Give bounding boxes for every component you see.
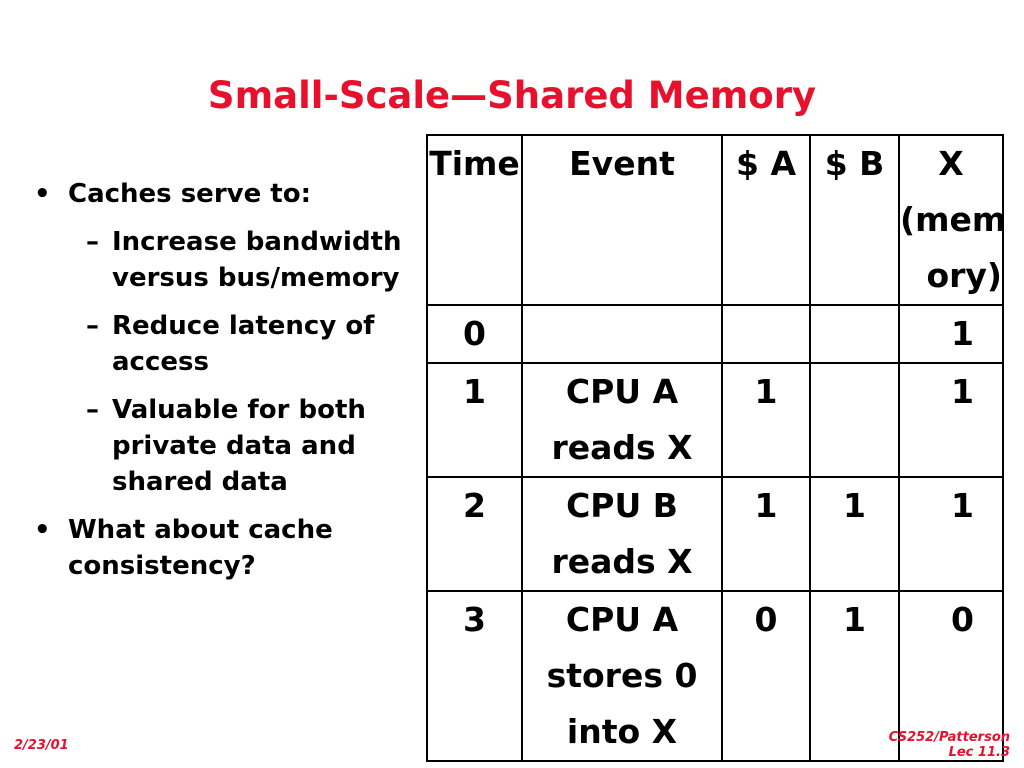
bullet-text: What about cache consistency? [68, 515, 333, 581]
cell-x: 0 [898, 590, 1004, 762]
sub-bullet-item: – Increase bandwidth versus bus/memory [34, 224, 419, 296]
bullet-dot: • [34, 179, 51, 209]
cell-event: CPU A stores 0 into X [521, 590, 723, 762]
cell-cache-b [809, 362, 900, 478]
cell-cache-b [809, 304, 900, 364]
sub-bullet-text: Reduce latency of access [112, 311, 375, 377]
cell-time: 0 [426, 304, 523, 364]
cell-event-line2: reads X [551, 542, 693, 581]
cell-cache-b: 1 [809, 476, 900, 592]
table-row: 1 CPU A reads X 1 1 [426, 362, 1004, 478]
bullet-list: • Caches serve to: – Increase bandwidth … [34, 176, 419, 596]
cell-event: CPU A reads X [521, 362, 723, 478]
cell-x: 1 [898, 362, 1004, 478]
footer-course-info: CS252/Patterson Lec 11.3 [889, 730, 1010, 760]
cache-event-table: Time Event $ A $ B X (mem ory) 0 1 1 CPU… [426, 134, 1004, 762]
header-cache-a: $ A [721, 134, 811, 306]
bullet-dot: • [34, 515, 51, 545]
sub-bullet-item: – Valuable for both private data and sha… [34, 392, 419, 500]
cell-x-value: 1 [951, 486, 974, 525]
cell-time: 2 [426, 476, 523, 592]
header-x-line1: X [938, 144, 964, 183]
cell-event-line1: CPU B [566, 486, 678, 525]
table-header-row: Time Event $ A $ B X (mem ory) [426, 134, 1004, 306]
footer-lecture: Lec 11.3 [948, 745, 1010, 760]
slide-title: Small-Scale—Shared Memory [207, 74, 817, 117]
cell-x-value: 0 [951, 600, 974, 639]
bullet-text: Caches serve to: [68, 179, 311, 209]
cell-cache-a [721, 304, 811, 364]
table-row: 2 CPU B reads X 1 1 1 [426, 476, 1004, 592]
sub-bullet-dash: – [86, 395, 99, 425]
cell-time: 1 [426, 362, 523, 478]
cell-event-line2: stores 0 [546, 656, 698, 695]
sub-bullet-text: Valuable for both private data and share… [112, 395, 366, 497]
bullet-item: • Caches serve to: [34, 176, 419, 212]
cell-cache-a: 1 [721, 362, 811, 478]
cell-event-line1: CPU A [565, 600, 679, 639]
sub-bullet-text: Increase bandwidth versus bus/memory [112, 227, 402, 293]
cell-event [521, 304, 723, 364]
header-time: Time [426, 134, 523, 306]
cell-event-line1: CPU A [565, 372, 679, 411]
footer-course: CS252/Patterson [888, 730, 1010, 745]
sub-bullet-item: – Reduce latency of access [34, 308, 419, 380]
header-event: Event [521, 134, 723, 306]
table-row: 0 1 [426, 304, 1004, 364]
cell-x: 1 [898, 304, 1004, 364]
cell-cache-b: 1 [809, 590, 900, 762]
sub-bullet-dash: – [86, 311, 99, 341]
cell-event-line3: into X [566, 712, 678, 751]
sub-bullet-dash: – [86, 227, 99, 257]
cell-x-value: 1 [951, 372, 974, 411]
cell-x-value: 1 [951, 314, 974, 353]
header-x-memory: X (mem ory) [898, 134, 1004, 306]
cell-event: CPU B reads X [521, 476, 723, 592]
header-x-line3: ory) [926, 256, 1002, 295]
table-row: 3 CPU A stores 0 into X 0 1 0 [426, 590, 1004, 762]
cell-cache-a: 1 [721, 476, 811, 592]
cell-cache-a: 0 [721, 590, 811, 762]
cell-x: 1 [898, 476, 1004, 592]
bullet-item: • What about cache consistency? [34, 512, 419, 584]
footer-date: 2/23/01 [14, 738, 69, 753]
cell-event-line2: reads X [551, 428, 693, 467]
cell-time: 3 [426, 590, 523, 762]
header-cache-b: $ B [809, 134, 900, 306]
header-x-line2: (mem [900, 200, 1003, 239]
